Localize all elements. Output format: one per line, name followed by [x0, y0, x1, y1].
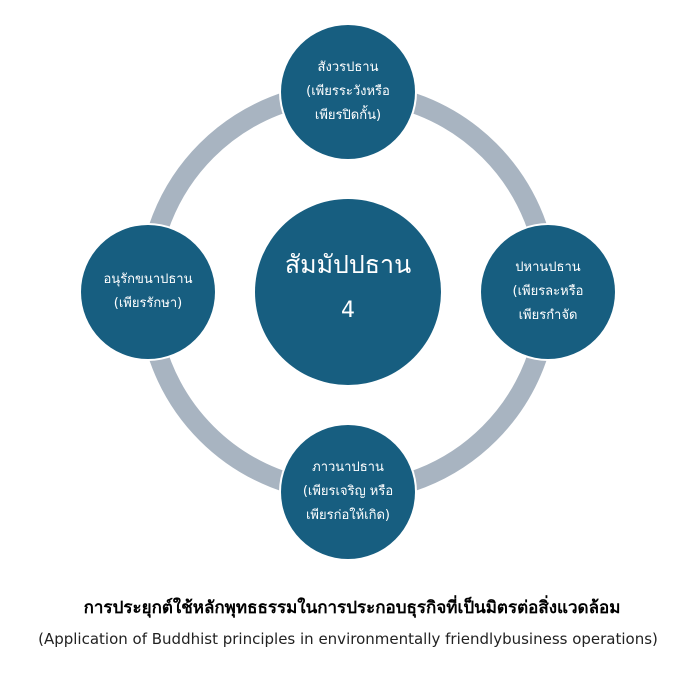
center-number: 4 — [341, 298, 355, 323]
node-title: อนุรักขนาปธาน — [103, 272, 193, 287]
node-description: (เพียรเจริญ หรือ — [302, 484, 394, 499]
node-pahana-padhana: ปหานปธาน (เพียรละหรือ เพียรกำจัด — [481, 225, 615, 359]
node-description: เพียรปิดกั้น) — [314, 108, 382, 123]
node-description: เพียรก่อให้เกิด) — [305, 508, 391, 523]
node-bhavana-padhana: ภาวนาปธาน (เพียรเจริญ หรือ เพียรก่อให้เก… — [281, 425, 415, 559]
center-title: สัมมัปปธาน — [284, 250, 412, 279]
node-description: เพียรกำจัด — [518, 308, 578, 323]
node-sangvara-padhana: สังวรปธาน (เพียรระวังหรือ เพียรปิดกั้น) — [281, 25, 415, 159]
node-title: ปหานปธาน — [515, 260, 581, 275]
cycle-diagram: สังวรปธาน (เพียรระวังหรือ เพียรปิดกั้น) … — [81, 25, 615, 559]
node-description: (เพียรรักษา) — [113, 296, 183, 311]
caption-thai: การประยุกต์ใช้หลักพุทธธรรมในการประกอบธุร… — [83, 598, 621, 618]
node-title: ภาวนาปธาน — [312, 460, 384, 475]
caption-english: (Application of Buddhist principles in e… — [38, 630, 658, 648]
node-title: สังวรปธาน — [317, 60, 379, 75]
node-description: (เพียรละหรือ — [512, 284, 584, 299]
center-node: สัมมัปปธาน 4 — [255, 199, 441, 385]
node-description: (เพียรระวังหรือ — [306, 84, 390, 99]
node-anurakkhana-padhana: อนุรักขนาปธาน (เพียรรักษา) — [81, 225, 215, 359]
